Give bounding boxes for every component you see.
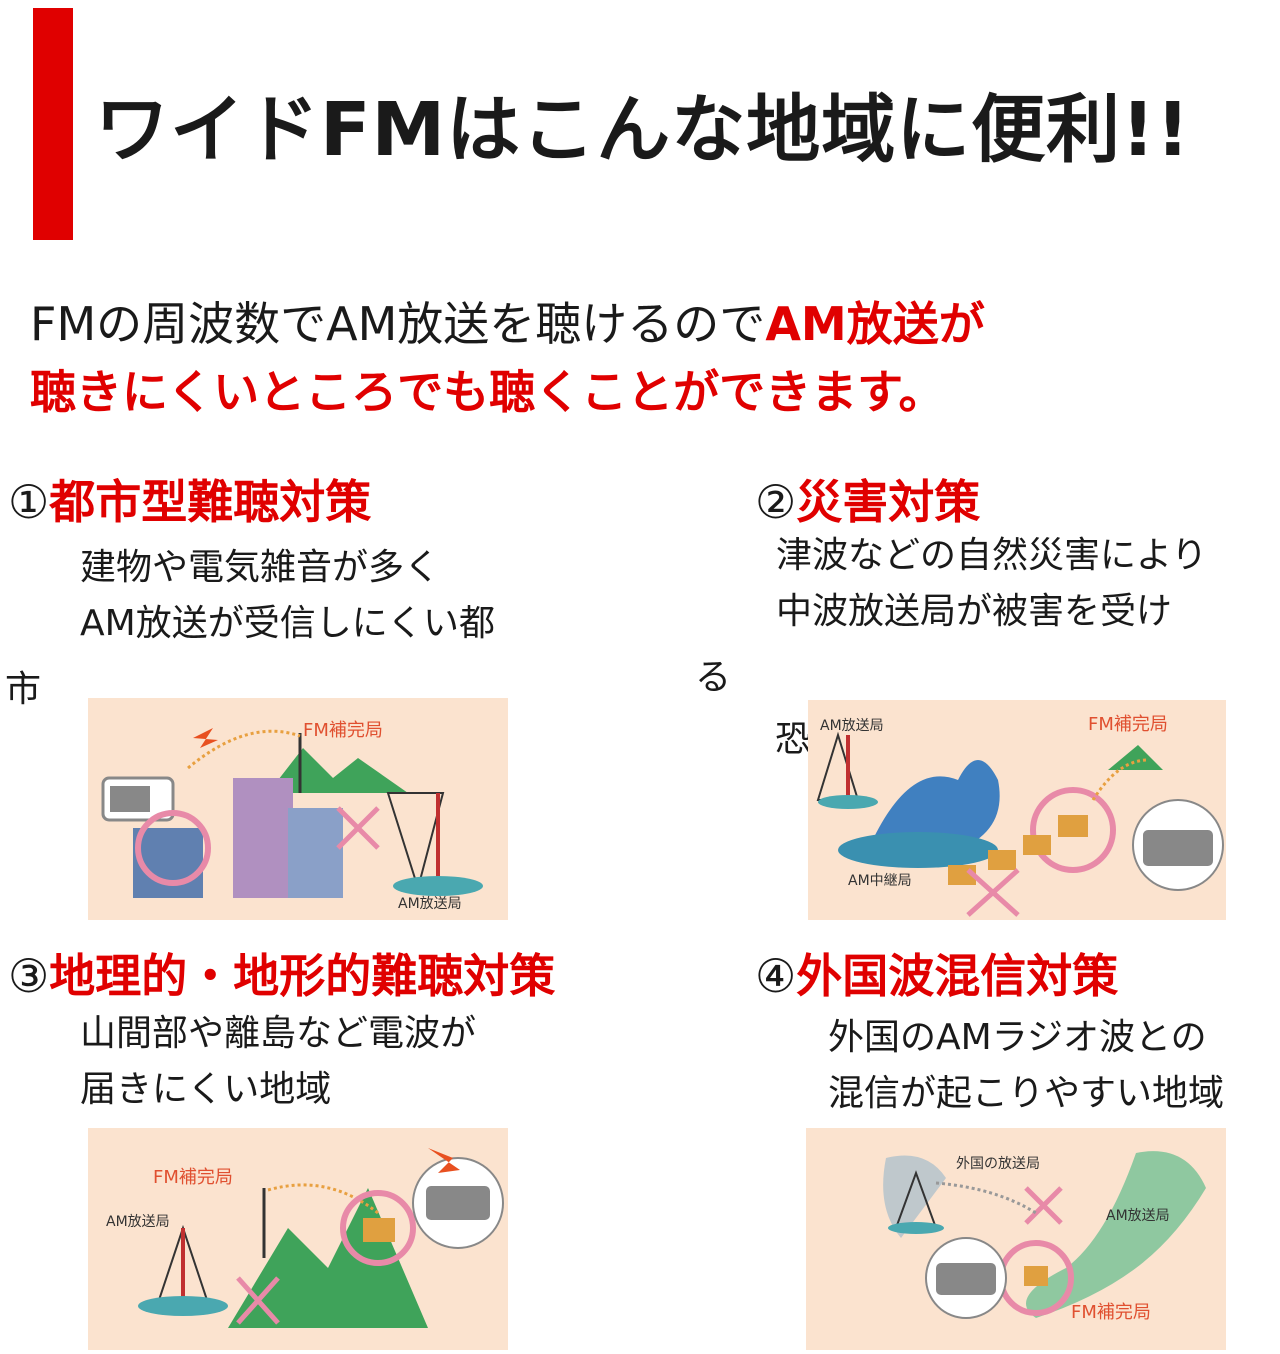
section-3-number: ③ [8,949,50,1003]
foreign-interference-illustration: 外国の放送局 AM放送局 FM補完局 [883,1151,1206,1323]
section-4-heading: ④外国波混信対策 [755,940,1118,1006]
section-2-relay-label: AM中継局 [848,873,912,889]
section-2-tail2: 恐 [775,719,812,760]
title-accent-bar [33,8,73,240]
section-1-heading: ①都市型難聴対策 [8,466,371,532]
section-4-foreign-label: 外国の放送局 [956,1156,1040,1172]
section-3-title: 地理的・地形的難聴対策 [49,949,556,1003]
section-2-desc: 津波などの自然災害により 中波放送局が被害を受け [776,528,1207,640]
section-2-am-label: AM放送局 [820,718,884,734]
section-1-line1: 建物や電気雑音が多く [80,547,441,588]
section-2-illustration: AM放送局 FM補完局 AM中継局 [808,700,1226,920]
section-4-desc: 外国のAMラジオ波との 混信が起こりやすい地域 [828,1010,1224,1122]
section-4-line1: 外国のAMラジオ波との [828,1017,1207,1058]
section-1-am-label: AM放送局 [398,896,462,912]
page-title: ワイドFMはこんな地域に便利!! [95,87,1191,173]
section-3-line2: 届きにくい地域 [80,1069,332,1110]
section-3-illustration: FM補完局 AM放送局 [88,1128,508,1350]
section-2-fm-label: FM補完局 [1088,714,1168,735]
urban-illustration: FM補完局 AM放送局 [101,720,483,912]
section-2-heading: ②災害対策 [755,466,980,532]
section-2-line1: 津波などの自然災害により [776,535,1208,576]
section-1-title: 都市型難聴対策 [49,475,372,529]
section-3-heading: ③地理的・地形的難聴対策 [8,940,555,1006]
section-2-title: 災害対策 [796,475,981,529]
section-4-am-label: AM放送局 [1106,1208,1170,1224]
section-4-illustration: 外国の放送局 AM放送局 FM補完局 [806,1128,1226,1350]
section-3-am-label: AM放送局 [106,1214,170,1230]
section-2-number: ② [755,475,797,529]
intro-part1: FMの周波数でAM放送を聴けるので [30,297,766,351]
section-2-tail1: る [695,657,732,698]
section-2-line2: 中波放送局が被害を受け [776,591,1173,632]
section-4-line2: 混信が起こりやすい地域 [828,1073,1225,1114]
terrain-illustration: FM補完局 AM放送局 [106,1148,504,1328]
section-1-desc: 建物や電気雑音が多く AM放送が受信しにくい都 [80,540,495,652]
section-3-line1: 山間部や離島など電波が [80,1013,477,1054]
section-3-desc: 山間部や離島など電波が 届きにくい地域 [80,1006,476,1118]
disaster-illustration: AM放送局 FM補完局 AM中継局 [816,714,1224,917]
intro-highlight2: 聴きにくいところでも聴くことができます。 [30,365,945,419]
section-1-illustration: FM補完局 AM放送局 [88,698,508,920]
section-3-fm-label: FM補完局 [153,1167,233,1188]
section-1-fm-label: FM補完局 [303,720,383,741]
intro-highlight1: AM放送が [765,297,985,351]
intro-text: FMの周波数でAM放送を聴けるのでAM放送が 聴きにくいところでも聴くことができ… [30,290,1270,426]
section-4-number: ④ [755,949,797,1003]
section-1-number: ① [8,475,50,529]
section-4-fm-label: FM補完局 [1071,1302,1151,1323]
section-4-title: 外国波混信対策 [796,949,1119,1003]
section-1-tail: 市 [5,669,42,710]
section-1-line2: AM放送が受信しにくい都 [80,603,495,644]
